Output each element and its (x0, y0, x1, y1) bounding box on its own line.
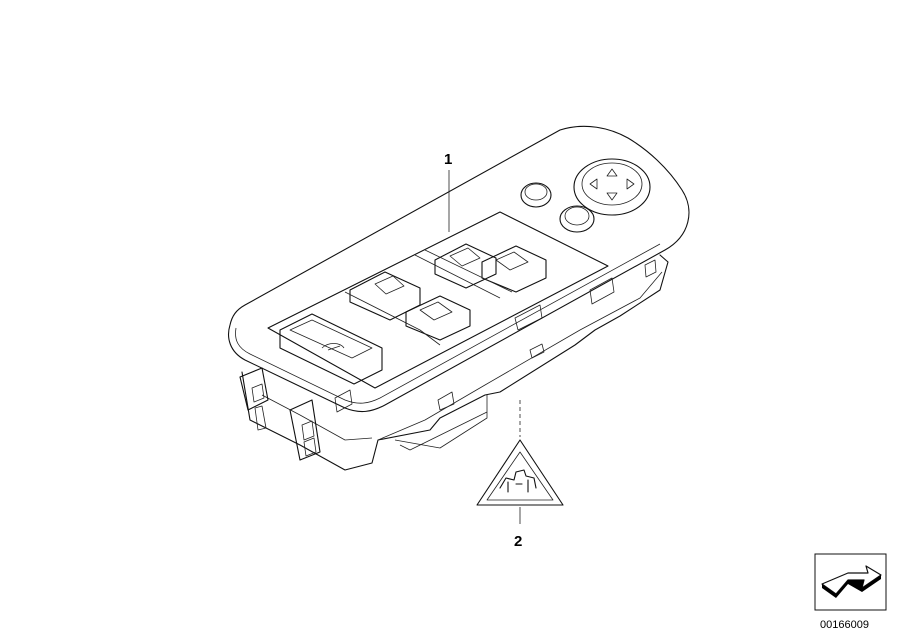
switch-front-right (349, 271, 421, 321)
switch-front-left (279, 313, 383, 385)
view-reference-box (814, 553, 887, 611)
connector-tab-right (289, 399, 321, 461)
mirror-adjust-knob (573, 158, 651, 216)
bezel-outer (227, 125, 690, 413)
child-lock-warning-symbol (476, 400, 564, 524)
switch-rear-right (481, 245, 547, 293)
child-lock-button (559, 205, 595, 233)
connector-tab-left (239, 367, 269, 411)
callout-label-2: 2 (514, 533, 522, 550)
child-lock-triangle-icon (476, 439, 564, 506)
diagram-reference-code: 00166009 (820, 619, 869, 631)
callout-label-1: 1 (444, 151, 452, 168)
mirror-fold-button (520, 182, 552, 208)
switch-housing (241, 254, 669, 471)
switch-recess (267, 211, 609, 389)
window-switch-panel (227, 125, 690, 471)
view-arrow-icon (821, 565, 882, 598)
switch-center-left (405, 295, 471, 341)
switch-rear-left (434, 243, 497, 289)
